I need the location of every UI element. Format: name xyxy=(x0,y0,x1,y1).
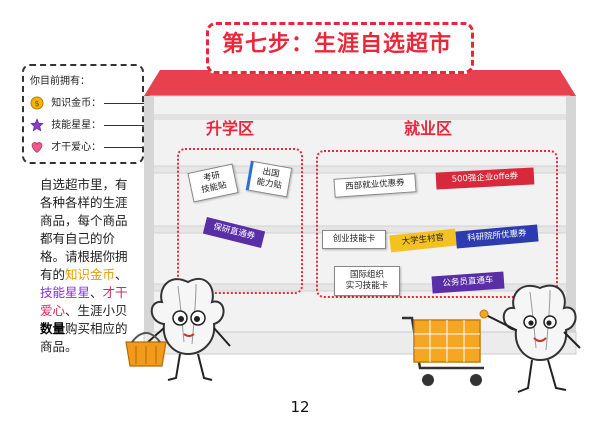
shopping-cart-icon xyxy=(402,316,484,386)
instructions-text: 自选超市里，有各种各样的生涯商品，每个商品都有自己的价格。请根据你拥有的知识金币… xyxy=(40,176,136,356)
zone-box-study xyxy=(177,148,303,294)
star-icon xyxy=(30,118,44,132)
wallet-label-talent: 才干爱心： xyxy=(51,142,102,153)
svg-text:$: $ xyxy=(34,99,39,108)
heart-icon xyxy=(31,142,43,153)
zone-title-employment: 就业区 xyxy=(404,119,453,138)
item-intl-org-internship-card[interactable]: 国际组织 实习技能卡 xyxy=(334,266,400,296)
item-startup-skill-card[interactable]: 创业技能卡 xyxy=(322,230,386,249)
wallet-blank-talent xyxy=(104,146,145,148)
desc-gold: 知识金币 xyxy=(65,267,116,282)
shelf-pillar xyxy=(566,96,576,346)
desc-sep1: 、 xyxy=(115,267,128,282)
wallet-row-star: 技能星星： xyxy=(30,116,145,132)
basket-icon xyxy=(125,332,167,367)
zone-title-study: 升学区 xyxy=(206,119,255,138)
title-frame xyxy=(206,22,474,74)
wallet-row-heart: 才干爱心： xyxy=(30,138,145,154)
wallet-blank-skill xyxy=(104,124,145,126)
wallet-row-gold: $ 知识金币： xyxy=(30,94,145,110)
wallet-label-gold: 知识金币： xyxy=(51,98,102,109)
desc-bold: 数量 xyxy=(40,321,66,336)
desc-skill: 技能星星 xyxy=(40,285,91,300)
mascot-left xyxy=(125,277,231,381)
wallet-heading: 你目前拥有： xyxy=(30,76,90,87)
shelf-pillar xyxy=(144,96,154,346)
desc-talent: 才干爱心 xyxy=(40,285,128,318)
shelf-roof xyxy=(144,70,576,96)
zone-box-employment xyxy=(316,150,558,298)
page-number: 12 xyxy=(290,398,310,416)
mascot-right xyxy=(402,284,581,393)
desc-sep2: 、 xyxy=(90,285,103,300)
gold-coin-icon: $ xyxy=(30,96,44,110)
desc-sep3: 、生涯小贝 xyxy=(65,303,128,318)
desc-part1: 自选超市里，有各种各样的生涯商品，每个商品都有自己的价格。请根据你拥有的 xyxy=(40,177,128,282)
desc-part2: 购买相应的商品。 xyxy=(40,321,128,354)
wallet-label-skill: 技能星星： xyxy=(51,120,102,131)
wallet-box: 你目前拥有： $ 知识金币： 技能星星： 才干爱心： xyxy=(22,64,145,164)
wallet-blank-gold xyxy=(104,102,145,104)
page-title: 第七步：生涯自选超市 xyxy=(221,32,452,57)
